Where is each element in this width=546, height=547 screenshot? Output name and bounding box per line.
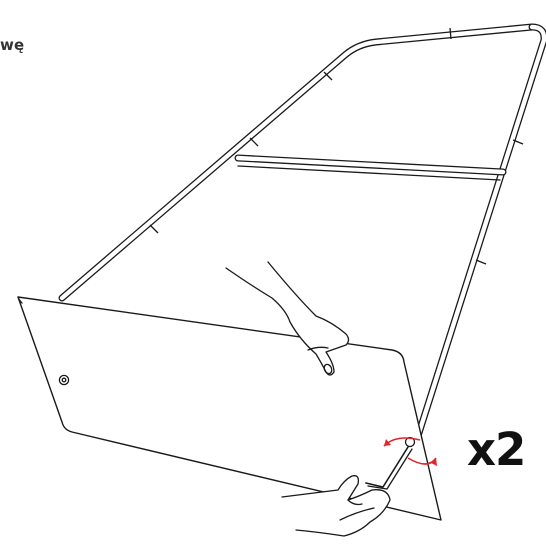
hand-finger-crease bbox=[307, 346, 329, 351]
rotate-arrows-icon bbox=[383, 437, 437, 466]
rotation-arrowhead-bottom bbox=[431, 458, 437, 466]
tool-hand-finger bbox=[339, 507, 375, 521]
hand-outline bbox=[225, 261, 350, 376]
frame-crossbar-inner bbox=[235, 155, 506, 175]
fingernail bbox=[323, 363, 333, 375]
tube-joint bbox=[249, 137, 259, 147]
hex-key-icon bbox=[365, 446, 413, 490]
fabric-edge bbox=[237, 165, 501, 181]
frame-right-tube-inner bbox=[415, 24, 546, 439]
front-panel bbox=[17, 296, 442, 521]
pressing-hand bbox=[225, 261, 350, 376]
hex-key-shaft bbox=[365, 446, 409, 488]
tube-joint bbox=[149, 224, 159, 234]
screw-hole-left-center bbox=[61, 377, 67, 383]
frame-left-tube-inner bbox=[59, 24, 535, 301]
tube-frame bbox=[58, 23, 546, 440]
rotation-arrowhead-top bbox=[384, 439, 391, 446]
hex-key-shaft-edge bbox=[367, 448, 413, 490]
tool-hand-outline bbox=[281, 475, 391, 537]
front-panel-fold bbox=[17, 296, 23, 304]
quantity-label: x2 bbox=[467, 423, 526, 476]
front-panel-outline bbox=[17, 296, 442, 521]
tool-hand bbox=[281, 475, 391, 537]
screw-hole-left bbox=[58, 374, 70, 386]
tool-hand-thumb bbox=[347, 499, 363, 506]
tube-joint bbox=[475, 259, 487, 265]
tube-joint bbox=[323, 71, 333, 81]
tube-joint bbox=[449, 27, 452, 40]
tube-joint bbox=[512, 139, 524, 145]
instruction-text-fragment: wę bbox=[0, 36, 25, 54]
